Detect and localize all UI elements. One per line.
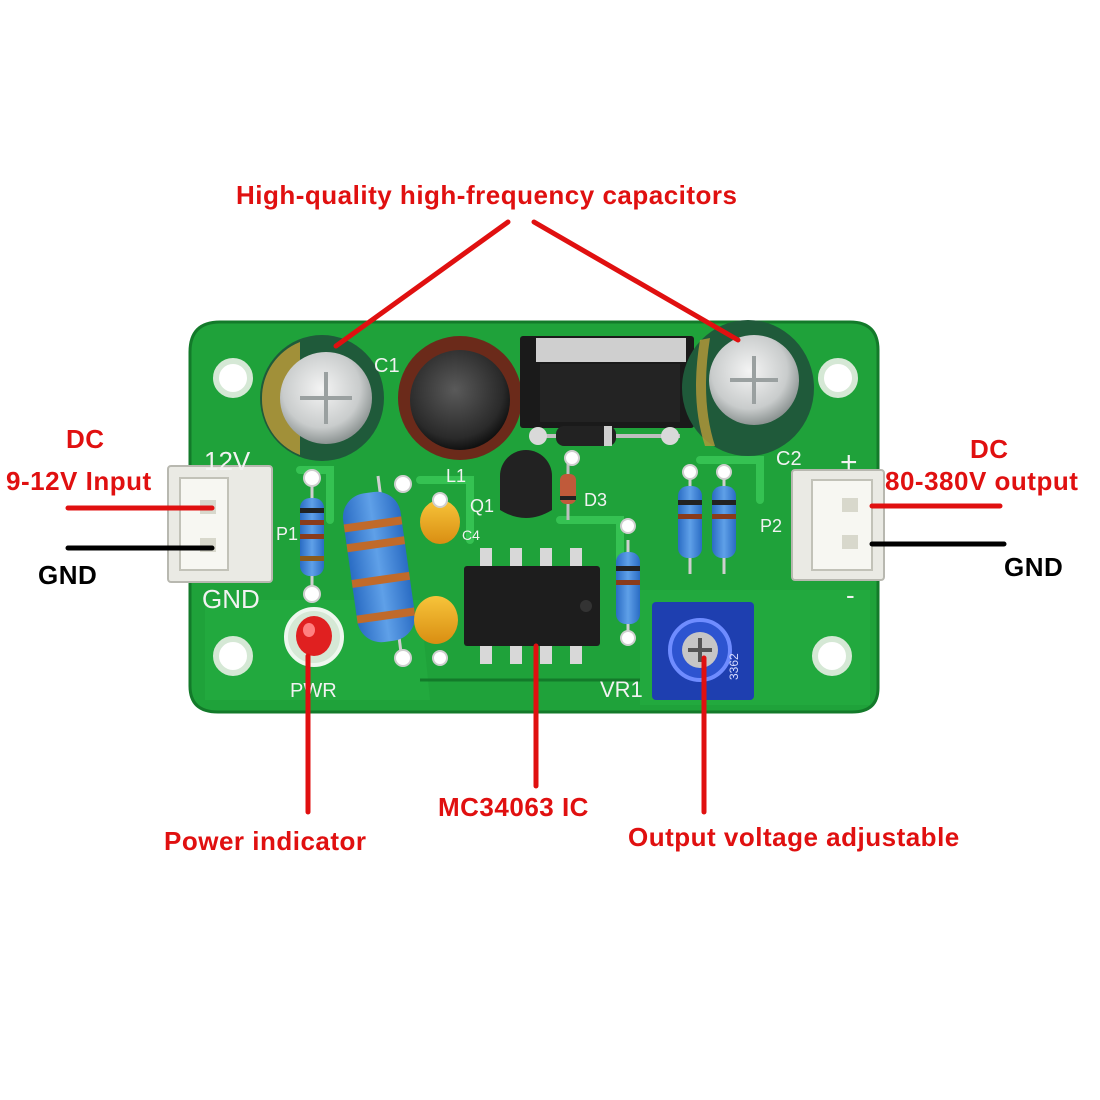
mounting-holes (213, 358, 858, 676)
ic-mc34063 (464, 548, 600, 664)
resistor-p1 (300, 478, 324, 592)
callout-dc-input-head: DC (66, 424, 105, 454)
callout-gnd-right: GND (1004, 552, 1064, 582)
potentiometer-vr1 (652, 602, 754, 700)
callout-dc-output-head: DC (970, 434, 1009, 464)
callout-power-indicator: Power indicator (164, 826, 367, 856)
silk-p2: P2 (760, 516, 782, 536)
silk-gnd: GND (202, 584, 260, 614)
diode (529, 426, 680, 446)
silk-pwr: PWR (290, 680, 337, 702)
silk-c4: C4 (462, 527, 480, 543)
callout-adjustable: Output voltage adjustable (628, 822, 960, 852)
resistors-right (616, 470, 736, 640)
silkscreen: 12V GND P1 P2 C1 C2 L1 Q1 D3 C4 PWR VR1 … (202, 355, 858, 702)
transistor-q1 (500, 450, 552, 518)
solder-pads (303, 450, 732, 667)
mounting-hole-top-right (818, 358, 858, 398)
diode-d3 (560, 460, 576, 520)
capacitor-c2 (682, 320, 814, 456)
mounting-hole-bottom-left (213, 636, 253, 676)
silk-vr1: VR1 (600, 677, 643, 702)
ceramic-capacitors (414, 500, 460, 644)
input-connector (167, 465, 273, 583)
callout-ic: MC34063 IC (438, 792, 589, 822)
output-connector (791, 469, 885, 581)
silk-q1: Q1 (470, 496, 494, 516)
silk-d3: D3 (584, 490, 607, 510)
resistor-large (342, 475, 416, 661)
silk-l1: L1 (446, 466, 466, 486)
callout-capacitors: High-quality high-frequency capacitors (236, 180, 738, 210)
silk-c2: C2 (776, 448, 802, 470)
silk-minus: - (846, 580, 855, 610)
inductor-l1 (398, 336, 522, 460)
mounting-hole-top-left (213, 358, 253, 398)
silk-plus: + (840, 446, 858, 479)
callout-dc-output-range: 80-380V output (885, 466, 1079, 496)
silk-c1: C1 (374, 355, 400, 377)
mounting-hole-bottom-right (812, 636, 852, 676)
silk-12v: 12V (204, 446, 251, 476)
silk-p1: P1 (276, 524, 298, 544)
power-transistor (520, 336, 694, 428)
capacitor-c1 (260, 335, 384, 461)
callout-gnd-left: GND (38, 560, 98, 590)
power-led (284, 607, 344, 667)
pot-marking: 3362 (727, 653, 741, 680)
callout-lines (65, 219, 1007, 815)
callout-dc-input-range: 9-12V Input (6, 466, 152, 496)
